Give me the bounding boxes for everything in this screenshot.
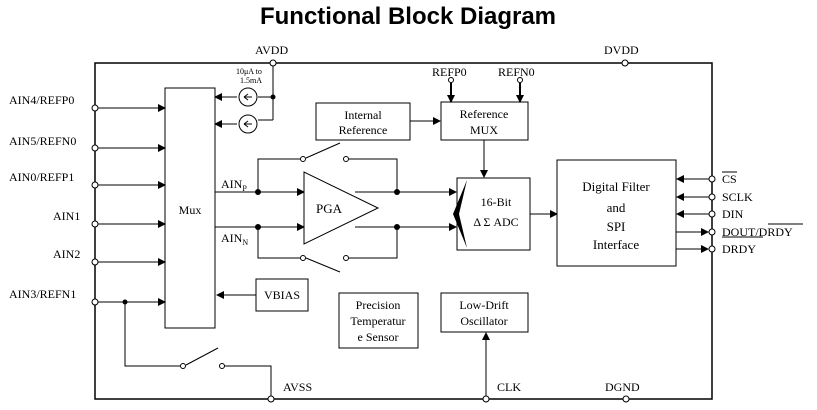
reference-mux-label-1: Reference <box>460 107 509 121</box>
bypass-n-contact-1 <box>300 255 306 261</box>
reference-mux-label-2: MUX <box>470 123 498 137</box>
input-label-ain0: AIN0/REFP1 <box>9 170 74 184</box>
digital-filter-label-3: SPI <box>607 219 626 234</box>
bypass-n-contact-2 <box>343 255 349 261</box>
refp0-pin <box>448 77 454 83</box>
cs-label: CS <box>722 172 737 186</box>
current-source-label-1: 10μA to <box>236 67 262 76</box>
avss-wire <box>225 365 272 396</box>
digital-filter-label-2: and <box>607 200 626 215</box>
clk-pin <box>482 395 490 403</box>
bypass-p-switch-arm <box>305 142 341 159</box>
din-pin <box>708 210 716 218</box>
dout-label: DOUT/DRDY <box>722 225 793 239</box>
temperature-sensor-block <box>338 292 419 349</box>
mux-block <box>164 87 216 329</box>
analog-inputs: AIN4/REFP0 AIN5/REFN0 AIN0/REFP1 AIN1 AI… <box>9 93 166 306</box>
adc-label-1: 16-Bit <box>481 195 512 209</box>
mux-label: Mux <box>179 203 202 217</box>
oscillator-block <box>440 292 529 333</box>
avss-label: AVSS <box>283 380 312 394</box>
refn0-label: REFN0 <box>498 65 535 79</box>
ainn-label: AINN <box>221 231 248 247</box>
digital-pins: CS SCLK DIN DOUT/DRDY DRDY <box>676 171 803 256</box>
refp0-label: REFP0 <box>432 65 467 79</box>
input-pin-ain5 <box>91 144 99 152</box>
input-label-ain1: AIN1 <box>53 209 80 223</box>
dout-pin <box>708 228 716 236</box>
current-source-2-arrow <box>243 120 252 128</box>
avdd-label: AVDD <box>255 43 288 57</box>
dvdd-pin <box>621 59 629 67</box>
digital-filter-label-1: Digital Filter <box>582 179 650 194</box>
current-source-label-2: 1.5mA <box>240 76 262 85</box>
avss-switch-contact-1 <box>180 363 186 369</box>
ainp-label: AINP <box>221 177 247 193</box>
bypass-n-switch-arm <box>305 257 341 273</box>
input-pin-ain3 <box>91 298 99 306</box>
isource-node <box>270 94 276 100</box>
bypass-n-out-wire <box>349 227 398 259</box>
drdy-label: DRDY <box>722 242 756 256</box>
pga-out-p-node <box>394 189 400 195</box>
dvdd-label: DVDD <box>604 43 639 57</box>
temperature-sensor-label-3: e Sensor <box>358 330 399 344</box>
bypass-p-out-wire <box>349 158 398 192</box>
input-label-ain5: AIN5/REFN0 <box>9 134 76 148</box>
bypass-n-wire <box>257 227 300 259</box>
dgnd-label: DGND <box>605 380 640 394</box>
input-label-ain4: AIN4/REFP0 <box>9 93 74 107</box>
cs-pin <box>708 175 716 183</box>
input-pin-ain2 <box>91 258 99 266</box>
bypass-p-contact-1 <box>300 156 306 162</box>
drdy-pin <box>708 245 716 253</box>
ain3-branch-wire <box>124 302 180 367</box>
input-pin-ain1 <box>91 220 99 228</box>
pga-block <box>303 171 380 245</box>
input-pin-ain4 <box>91 104 99 112</box>
diagram-title: Functional Block Diagram <box>260 3 556 30</box>
internal-reference-block <box>315 102 411 141</box>
din-label: DIN <box>722 207 744 221</box>
dgnd-pin <box>622 395 630 403</box>
adc-block <box>456 177 531 251</box>
input-label-ain2: AIN2 <box>53 247 80 261</box>
avss-switch-arm <box>185 347 219 366</box>
current-source-1-arrow <box>243 93 252 101</box>
pga-out-n-node <box>394 224 400 230</box>
temperature-sensor-label-1: Precision <box>356 298 401 312</box>
avss-pin <box>267 395 275 403</box>
vbias-block <box>255 278 309 312</box>
temperature-sensor-label-2: Temperatur <box>350 314 405 328</box>
pga-label: PGA <box>316 201 343 216</box>
input-pin-ain0 <box>91 181 99 189</box>
input-label-ain3: AIN3/REFN1 <box>9 287 76 301</box>
refn0-pin <box>517 77 523 83</box>
internal-reference-label-1: Internal <box>344 108 382 122</box>
sclk-label: SCLK <box>722 190 753 204</box>
avdd-pin <box>269 59 277 67</box>
sclk-pin <box>708 193 716 201</box>
digital-filter-block <box>556 159 677 267</box>
vbias-label: VBIAS <box>264 288 300 302</box>
oscillator-label-2: Oscillator <box>460 314 507 328</box>
internal-reference-label-2: Reference <box>339 123 388 137</box>
adc-input-chevron <box>453 180 467 248</box>
adc-label-2: Δ Σ ADC <box>473 215 518 229</box>
reference-mux-block <box>440 101 529 141</box>
avss-switch-contact-2 <box>219 363 225 369</box>
oscillator-label-1: Low-Drift <box>459 298 509 312</box>
bypass-p-wire <box>257 158 300 192</box>
digital-filter-label-4: Interface <box>593 237 639 252</box>
clk-label: CLK <box>497 380 521 394</box>
bypass-p-contact-2 <box>343 156 349 162</box>
